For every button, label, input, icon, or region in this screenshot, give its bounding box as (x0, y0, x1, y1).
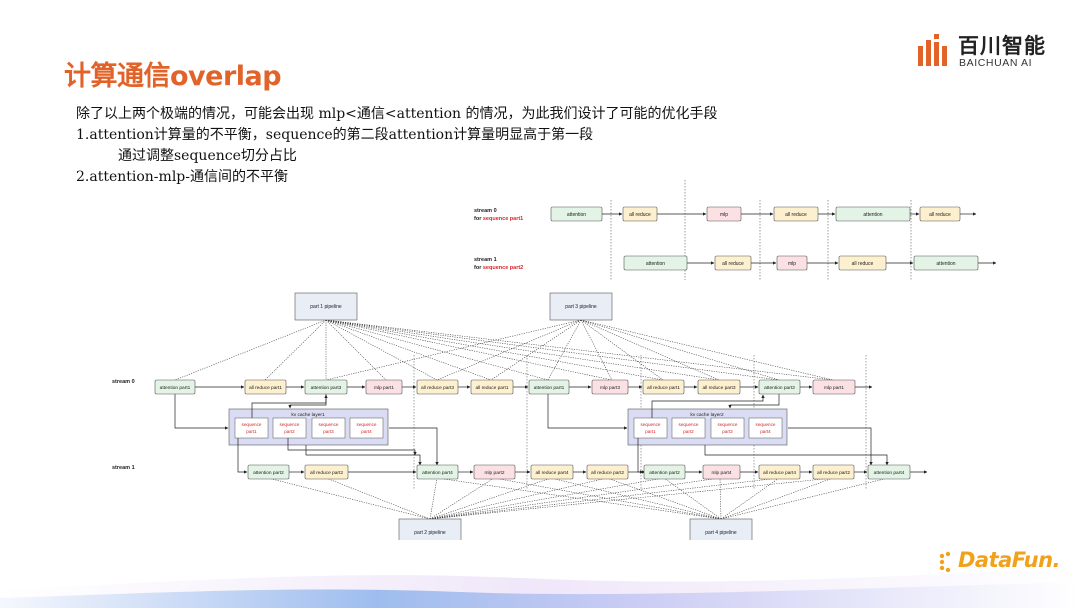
body-line-3: 通过调整sequence切分占比 (118, 148, 297, 164)
s0-box-1: attention part1 (160, 385, 191, 391)
datafun-logo: DataFun. (938, 548, 1061, 580)
kv1-seq1-b: part1 (246, 429, 257, 434)
top-s1-box-3: mlp (788, 261, 796, 267)
s0-box-7: attention part1 (534, 385, 565, 391)
top-s0-box-3: mlp (720, 212, 728, 218)
s1-box-4: mlp part2 (485, 470, 505, 476)
top-stream0-for: for sequence part1 (474, 216, 523, 222)
s1-box-7: attention part2 (649, 470, 680, 476)
top-s0-box-4: all reduce (785, 212, 807, 218)
s1-box-8: mlp part4 (712, 470, 732, 476)
top-stream0-boxes: attention all reduce mlp all reduce atte… (550, 206, 961, 222)
baichuan-logo-icon (918, 34, 947, 66)
s1-box-11: attention part4 (874, 470, 905, 476)
body-line-4: 2.attention-mlp-通信间的不平衡 (76, 169, 288, 185)
top-stream0-label: stream 0 (474, 208, 497, 214)
s0-box-2: all reduce part1 (249, 385, 282, 391)
page-title: 计算通信overlap (64, 61, 282, 92)
pipeline-part2: part 2 pipeline (414, 530, 446, 536)
s1-box-9: all reduce part4 (763, 470, 796, 476)
s0-box-11: attention part3 (764, 385, 795, 391)
main-stream0-boxes: attention part1 all reduce part1 attenti… (154, 379, 856, 395)
datafun-dots-icon (939, 551, 951, 573)
kv2-seq1-a: sequence (641, 422, 661, 427)
body-text: 除了以上两个极端的情况，可能会出现 mlp<通信<attention 的情况，为… (76, 104, 718, 188)
kv1-seq3-a: sequence (319, 422, 339, 427)
kv2-seq4-a: sequence (756, 422, 776, 427)
kv1-seq2-a: sequence (280, 422, 300, 427)
kv-cache-layer2: kv cache layer2 sequence part1 sequence … (627, 408, 788, 446)
pipeline-part4: part 4 pipeline (705, 530, 737, 536)
s0-box-6: all reduce part1 (475, 385, 508, 391)
s0-box-3: attention part3 (311, 385, 342, 391)
kv1-seq1-a: sequence (242, 422, 262, 427)
top-s1-box-5: attention (936, 261, 955, 267)
pipeline-diagram: stream 0 for sequence part1 stream 1 for… (112, 180, 997, 540)
top-s1-box-1: attention (646, 261, 665, 267)
top-stream1-for: for sequence part2 (474, 265, 523, 271)
s0-box-9: all reduce part1 (647, 385, 680, 391)
main-stream1-label: stream 1 (112, 465, 135, 471)
top-diagram: stream 0 for sequence part1 stream 1 for… (474, 180, 997, 280)
kv1-seq4-a: sequence (357, 422, 377, 427)
s1-box-5: all reduce part4 (535, 470, 568, 476)
datafun-brand: DataFun. (958, 548, 1061, 572)
top-s1-box-2: all reduce (722, 261, 744, 267)
kv2-label: kv cache layer2 (690, 412, 724, 418)
top-s0-box-5: attention (863, 212, 882, 218)
kv2-seq2-a: sequence (679, 422, 699, 427)
kv1-seq4-b: part4 (361, 429, 372, 434)
baichuan-logo: 百川智能 BAICHUAN AI (918, 30, 1048, 74)
baichuan-logo-en: BAICHUAN AI (959, 57, 1033, 69)
kv-cache-layer1: kv cache layer1 sequence part1 sequence … (228, 408, 389, 446)
kv1-seq3-b: part3 (323, 429, 334, 434)
kv1-seq2-b: part2 (284, 429, 295, 434)
kv2-seq3-a: sequence (718, 422, 738, 427)
kv1-label: kv cache layer1 (291, 412, 325, 418)
s0-box-5: all reduce part3 (421, 385, 454, 391)
s1-box-3: attention part4 (422, 470, 453, 476)
s1-box-10: all reduce part2 (817, 470, 850, 476)
top-s0-box-1: attention (567, 212, 586, 218)
s0-box-8: mlp part3 (600, 385, 620, 391)
baichuan-logo-cn: 百川智能 (958, 34, 1046, 58)
pipeline-part1: part 1 pipeline (310, 304, 342, 310)
main-stream1-boxes: attention part2 all reduce part2 attenti… (247, 464, 911, 480)
s0-box-12: mlp part1 (824, 385, 844, 391)
body-line-1: 除了以上两个极端的情况，可能会出现 mlp<通信<attention 的情况，为… (76, 106, 718, 122)
top-s1-box-4: all reduce (852, 261, 874, 267)
kv2-seq2-b: part2 (683, 429, 694, 434)
top-s0-box-6: all reduce (929, 212, 951, 218)
s1-box-2: all reduce part2 (310, 470, 343, 476)
pipeline-boxes: part 1 pipeline part 3 pipeline part 2 p… (294, 292, 753, 540)
top-s0-box-2: all reduce (629, 212, 651, 218)
top-stream1-label: stream 1 (474, 257, 497, 263)
kv2-seq1-b: part1 (645, 429, 656, 434)
kv2-seq4-b: part4 (760, 429, 771, 434)
pipeline-part3: part 3 pipeline (565, 304, 597, 310)
s0-box-10: all reduce part3 (702, 385, 735, 391)
kv2-seq3-b: part3 (722, 429, 733, 434)
s1-box-1: attention part2 (253, 470, 284, 476)
body-line-2: 1.attention计算量的不平衡，sequence的第二段attention… (76, 127, 594, 143)
main-diagram: part 1 pipeline part 3 pipeline part 2 p… (112, 292, 928, 540)
s0-box-4: mlp part1 (374, 385, 394, 391)
main-stream0-label: stream 0 (112, 379, 135, 385)
s1-box-6: all reduce part2 (591, 470, 624, 476)
footer-wave (0, 568, 1080, 608)
top-stream1-boxes: attention all reduce mlp all reduce atte… (623, 255, 979, 271)
